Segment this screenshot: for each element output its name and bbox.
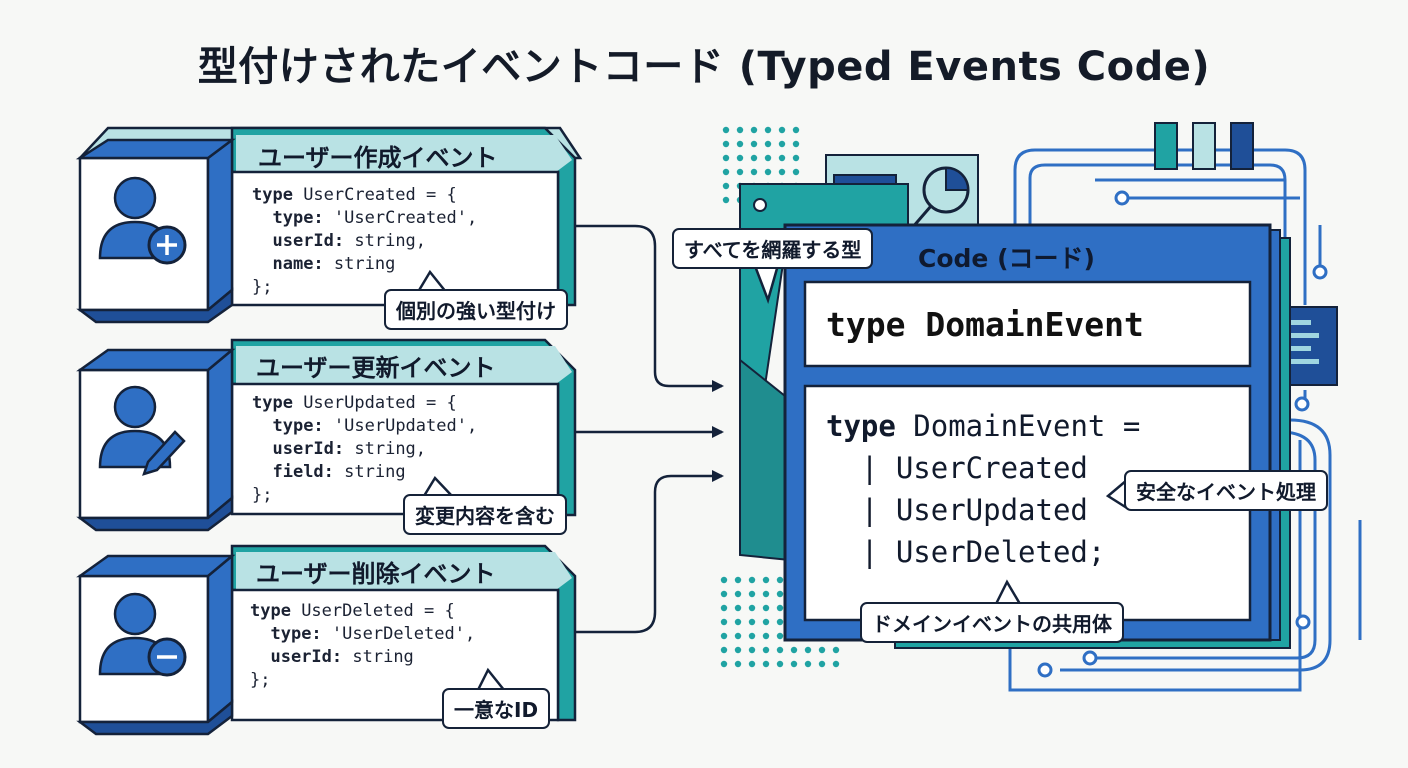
decor-dot — [734, 576, 742, 584]
decor-dot — [736, 168, 744, 176]
decor-dot — [720, 576, 728, 584]
callout-strong-typing: 個別の強い型付け — [384, 289, 568, 330]
event-title-deleted: ユーザー削除イベント — [256, 560, 496, 588]
decor-dot — [762, 618, 770, 626]
decor-dot — [776, 576, 784, 584]
decor-dot — [734, 604, 742, 612]
type-name-box — [803, 280, 1252, 368]
decor-dot — [762, 604, 770, 612]
decor-dot — [762, 632, 770, 640]
decor-dot — [748, 590, 756, 598]
decor-dot — [748, 646, 756, 654]
type-name: type DomainEvent — [826, 305, 1144, 344]
decor-dot — [790, 646, 798, 654]
decor-dot — [748, 618, 756, 626]
decor-dot — [734, 660, 742, 668]
decor-dot — [762, 646, 770, 654]
decor-dot — [776, 632, 784, 640]
decor-dot — [804, 646, 812, 654]
decor-dot — [818, 660, 826, 668]
page-title: 型付けされたイベントコード (Typed Events Code) — [197, 44, 1211, 90]
decor-dot — [734, 618, 742, 626]
decor-dot — [736, 154, 744, 162]
decor-dot — [762, 590, 770, 598]
union-code: type DomainEvent = | UserCreated | UserU… — [826, 409, 1141, 569]
connector-arrows — [575, 224, 724, 634]
decor-dot — [722, 154, 730, 162]
decor-dot — [764, 126, 772, 134]
decor-dot — [736, 126, 744, 134]
decor-dot — [720, 590, 728, 598]
decor-dot — [720, 646, 728, 654]
decor-dot — [778, 140, 786, 148]
decor-dot — [720, 604, 728, 612]
decor-dot — [750, 140, 758, 148]
decor-dot — [750, 168, 758, 176]
circuit-nodes — [1037, 190, 1328, 678]
decor-dot — [748, 604, 756, 612]
decor-dot — [722, 140, 730, 148]
decor-dot — [790, 660, 798, 668]
user-minus-icon — [98, 592, 187, 677]
decor-dot — [832, 646, 840, 654]
decor-dot — [776, 590, 784, 598]
callout-safe-handling: 安全なイベント処理 — [1124, 470, 1328, 511]
decor-dot — [776, 646, 784, 654]
event-title-updated: ユーザー更新イベント — [256, 354, 496, 382]
callout-unique-id: 一意なID — [442, 688, 551, 729]
callout-union-type: ドメインイベントの共用体 — [860, 602, 1124, 643]
connector-bars — [1154, 122, 1254, 170]
decor-dot — [764, 154, 772, 162]
decor-dot — [778, 154, 786, 162]
decor-dot — [762, 576, 770, 584]
main-panel-header: Code (コード) — [918, 244, 1095, 273]
decor-dot — [722, 126, 730, 134]
event-card-deleted — [76, 544, 577, 736]
decor-dot — [748, 632, 756, 640]
decor-dot — [722, 196, 730, 204]
callout-change-content: 変更内容を含む — [403, 494, 567, 535]
decor-dot — [832, 660, 840, 668]
decor-dot — [734, 590, 742, 598]
user-edit-icon — [98, 385, 186, 476]
decor-dot — [722, 182, 730, 190]
decor-dot — [792, 154, 800, 162]
decor-dot — [734, 646, 742, 654]
event-title-created: ユーザー作成イベント — [258, 144, 498, 172]
decor-dot — [734, 632, 742, 640]
decor-dot — [792, 168, 800, 176]
decor-dot — [776, 604, 784, 612]
code-user-deleted: type UserDeleted = { type: 'UserDeleted'… — [250, 601, 476, 690]
decor-dot — [748, 660, 756, 668]
decor-dot — [776, 618, 784, 626]
callout-exhaustive-type: すべてを網羅する型 — [672, 228, 874, 269]
decor-dot — [764, 140, 772, 148]
decor-dot — [792, 126, 800, 134]
decor-dot — [720, 660, 728, 668]
decor-dot — [762, 660, 770, 668]
decor-dot — [720, 632, 728, 640]
decor-dot — [748, 576, 756, 584]
decor-dot — [792, 140, 800, 148]
decor-dot — [750, 126, 758, 134]
code-user-created: type UserCreated = { type: 'UserCreated'… — [252, 185, 478, 297]
event-card-updated — [76, 338, 577, 532]
decor-dot — [818, 646, 826, 654]
decor-dot — [778, 168, 786, 176]
code-user-updated: type UserUpdated = { type: 'UserUpdated'… — [252, 393, 478, 505]
user-plus-icon — [98, 176, 187, 265]
decor-dot — [720, 618, 728, 626]
event-card-created — [75, 126, 583, 324]
decor-dot — [750, 154, 758, 162]
decor-dot — [776, 660, 784, 668]
decor-dot — [764, 168, 772, 176]
decor-dot — [722, 168, 730, 176]
decor-dot — [804, 660, 812, 668]
decor-dot — [778, 126, 786, 134]
decor-dot — [736, 140, 744, 148]
